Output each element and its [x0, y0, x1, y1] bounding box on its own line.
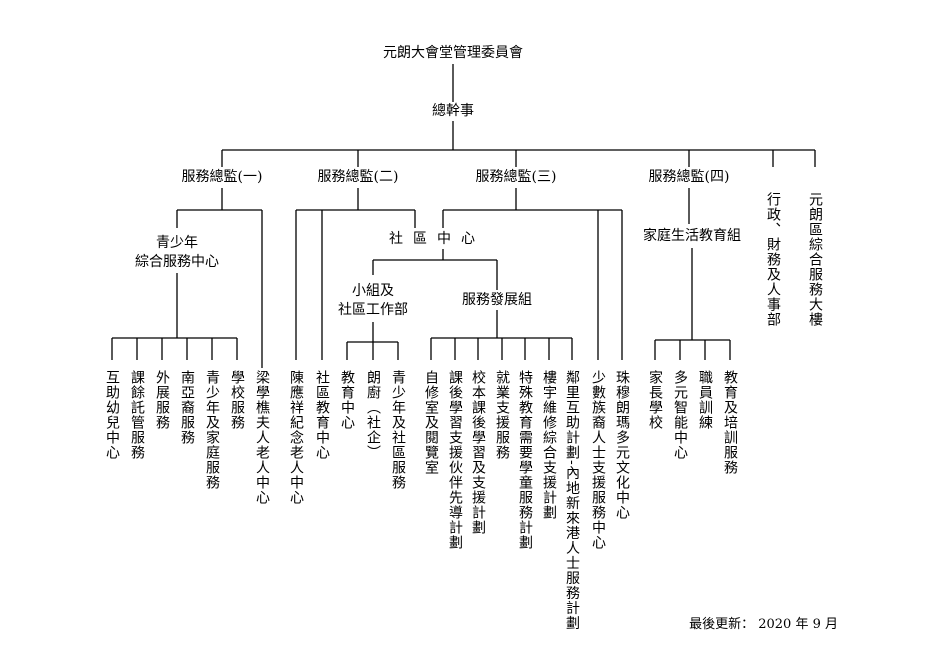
family-unit-staff-training: 職員訓練: [697, 370, 713, 430]
group-unit-youth-community: 青少年及社區服務: [390, 370, 406, 490]
committee-title: 元朗大會堂管理委員會: [383, 45, 523, 61]
dev-unit-special-education: 特殊教育需要學童服務計劃: [517, 370, 533, 550]
dev-unit-employment-support: 就業支援服務: [494, 370, 510, 460]
elderly-center-leung: 梁學樵夫人老人中心: [254, 370, 270, 505]
family-unit-multiple-intelligence: 多元智能中心: [672, 370, 688, 460]
youth-unit-after-school-care: 課餘託管服務: [129, 370, 145, 460]
service-development-unit: 服務發展組: [462, 292, 532, 308]
admin-finance-hr-department: 行政、財務及人事部: [765, 192, 781, 327]
service-director-4: 服務總監(四): [648, 169, 730, 185]
group-work-line2: 社區工作部: [338, 302, 408, 318]
family-unit-education-training: 教育及培訓服務: [722, 370, 738, 475]
service-director-1: 服務總監(一): [181, 169, 263, 185]
community-center: 社區中心: [389, 231, 485, 247]
dev-unit-after-school-pilot: 課後學習支援伙伴先導計劃: [447, 370, 463, 550]
community-education-center: 社區教育中心: [314, 370, 330, 460]
youth-unit-child-care: 互助幼兒中心: [104, 370, 120, 460]
youth-unit-youth-family: 青少年及家庭服務: [204, 370, 220, 490]
ethnic-minority-support-center: 少數族裔人士支援服務中心: [590, 370, 606, 550]
youth-center-line1: 青少年: [156, 235, 198, 251]
dev-unit-building-maintenance: 樓宇維修綜合支援計劃: [541, 370, 557, 520]
youth-unit-south-asian: 南亞裔服務: [179, 370, 195, 445]
group-work-line1: 小組及: [352, 283, 394, 299]
group-community-work-dept: 小組及 社區工作部: [338, 282, 408, 320]
dev-unit-neighbourhood-mutual-aid: 鄰里互助計劃-內地新來港人士服務計劃: [564, 370, 580, 631]
dev-unit-school-based-support: 校本課後學習及支援計劃: [470, 370, 486, 535]
group-unit-social-enterprise: 朗廚（社企）: [365, 370, 381, 460]
youth-center-line2: 綜合服務中心: [135, 254, 219, 270]
group-unit-education: 教育中心: [339, 370, 355, 430]
executive-director: 總幹事: [432, 103, 474, 119]
everest-multicultural-center: 珠穆朗瑪多元文化中心: [614, 370, 630, 520]
service-director-2: 服務總監(二): [317, 169, 399, 185]
last-updated: 最後更新： 2020 年 9 月: [689, 617, 838, 632]
youth-integrated-center: 青少年 綜合服務中心: [135, 234, 219, 272]
youth-unit-outreach: 外展服務: [154, 370, 170, 430]
youth-unit-school-service: 學校服務: [229, 370, 245, 430]
family-life-education-unit: 家庭生活教育組: [643, 228, 741, 244]
elderly-center-chan: 陳應祥紀念老人中心: [288, 370, 304, 505]
service-director-3: 服務總監(三): [475, 169, 557, 185]
family-unit-parent-school: 家長學校: [647, 370, 663, 430]
dev-unit-study-room: 自修室及閱覽室: [423, 370, 439, 475]
yuen-long-services-building: 元朗區綜合服務大樓: [807, 192, 823, 327]
